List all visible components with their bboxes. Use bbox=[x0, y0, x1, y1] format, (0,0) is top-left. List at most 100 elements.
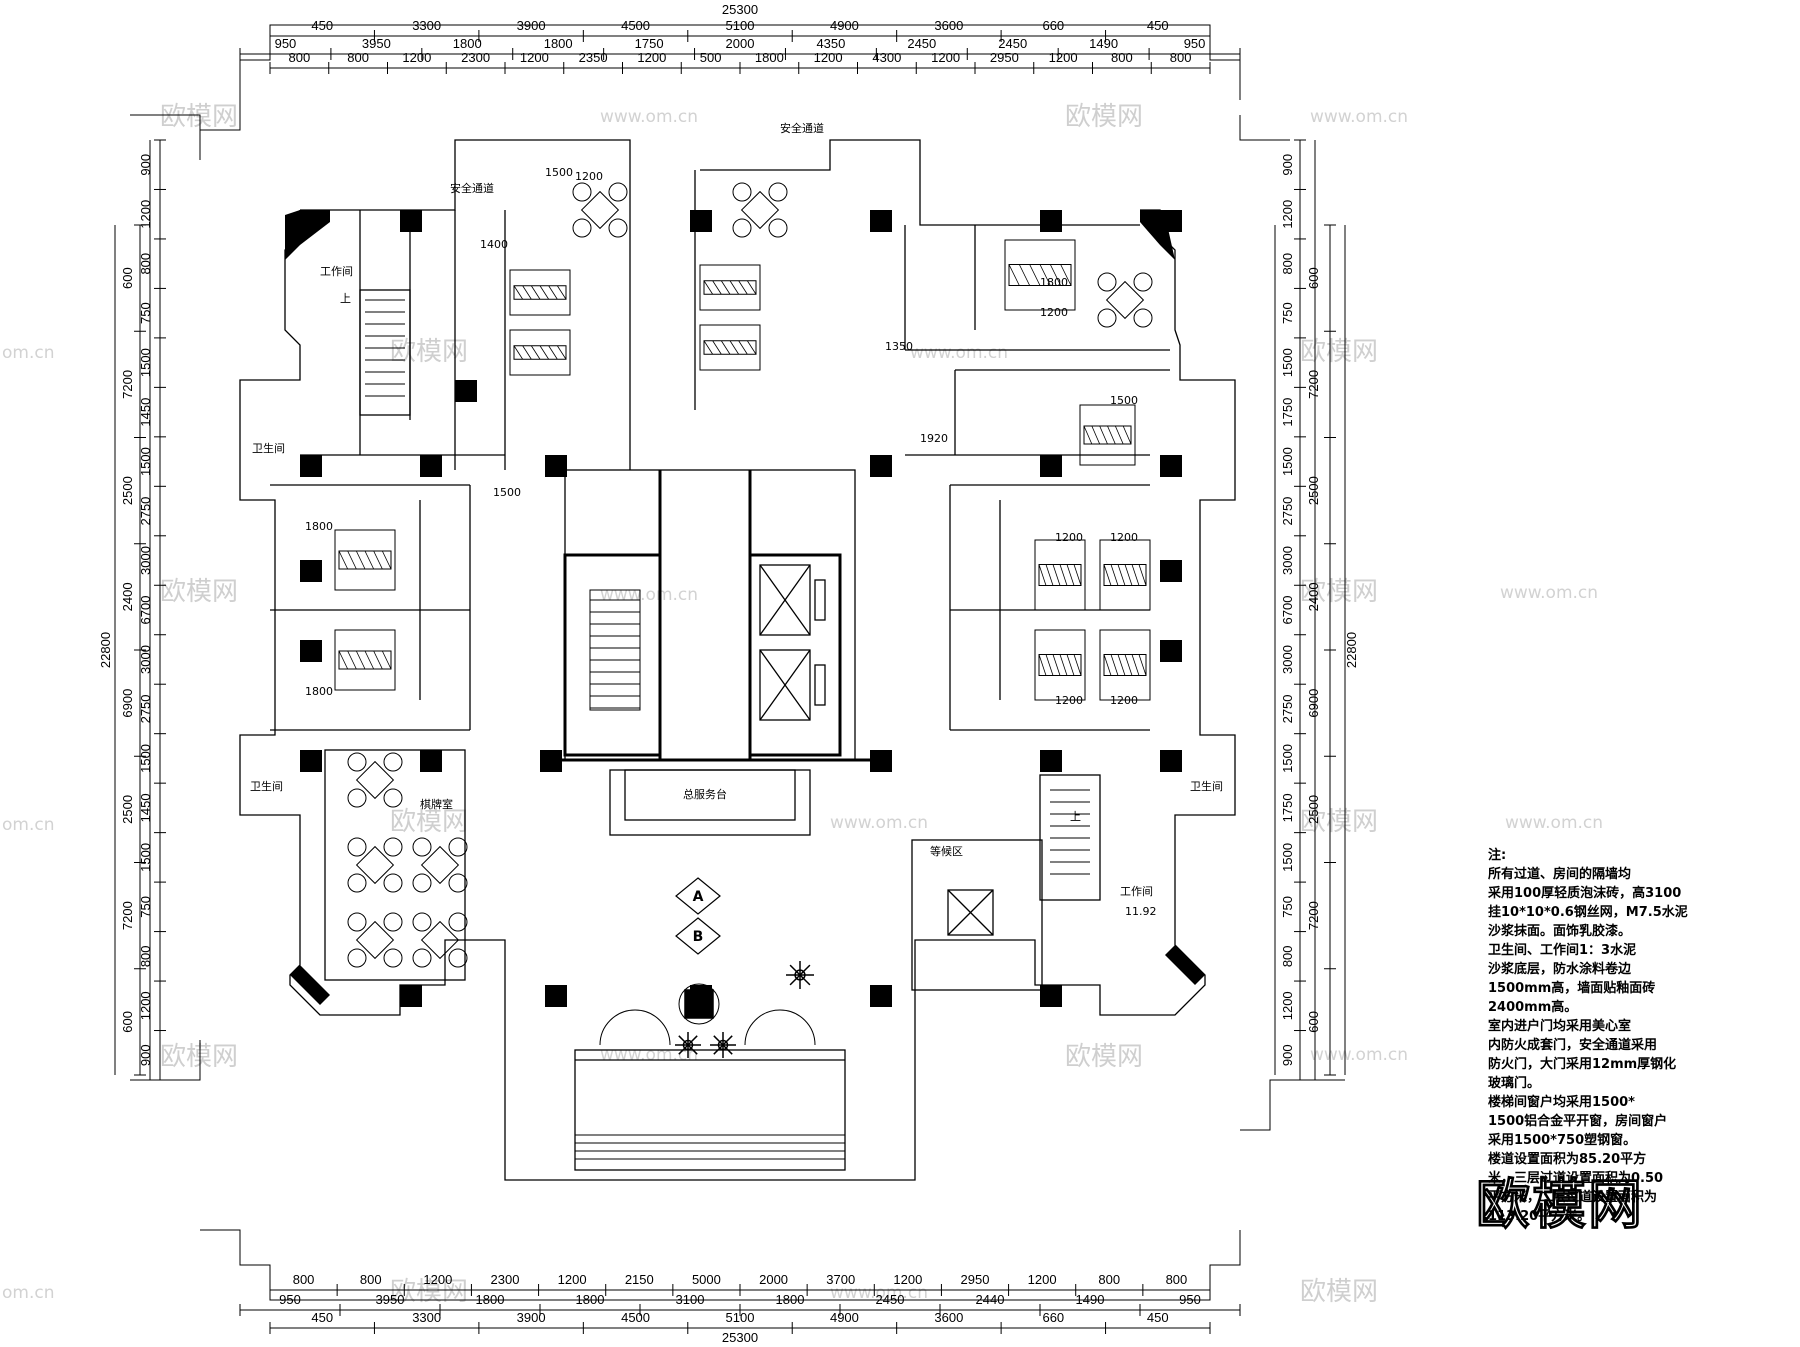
dimension-value: 4300 bbox=[872, 50, 901, 65]
dimension-value: 2450 bbox=[907, 36, 936, 51]
dimension-value: 1200 bbox=[423, 1272, 452, 1287]
beds-layer bbox=[334, 239, 1151, 701]
dimension-value: 2150 bbox=[625, 1272, 654, 1287]
dimension-value: 7200 bbox=[120, 370, 135, 399]
watermark-brand: 欧模网 bbox=[1065, 1042, 1143, 1072]
bed bbox=[1004, 239, 1076, 311]
column bbox=[540, 750, 562, 772]
column bbox=[545, 455, 567, 477]
dimension-value: 800 bbox=[293, 1272, 315, 1287]
inner-dimension: 1800 bbox=[305, 520, 333, 533]
dimension-value: 1800 bbox=[776, 1292, 805, 1307]
inner-dimension: 1500 bbox=[493, 486, 521, 499]
dimension-value: 2400 bbox=[1306, 582, 1321, 611]
column bbox=[420, 750, 442, 772]
dimension-value: 600 bbox=[1306, 1011, 1321, 1033]
column bbox=[870, 210, 892, 232]
dimension-value: 6900 bbox=[1306, 689, 1321, 718]
bed bbox=[699, 324, 761, 371]
notes-line: 内防火成套门，安全通道采用 bbox=[1488, 1038, 1658, 1053]
watermark-brand: 欧模网 bbox=[160, 102, 238, 132]
notes-line: 1500mm高，墙面贴釉面砖 bbox=[1488, 981, 1656, 996]
dimension-value: 1500 bbox=[138, 744, 153, 773]
dimension-value: 600 bbox=[120, 267, 135, 289]
label-stairs-up-right: 上 bbox=[1070, 810, 1081, 823]
dimension-value: 1200 bbox=[931, 50, 960, 65]
label-workroom-area: 11.92 bbox=[1125, 905, 1157, 918]
dimension-value: 750 bbox=[1280, 302, 1295, 324]
watermark-url: www.om.cn bbox=[1310, 1045, 1408, 1065]
dimension-value: 1450 bbox=[138, 793, 153, 822]
label-reception: 总服务台 bbox=[683, 787, 727, 801]
notes-line: 楼道设置面积为85.20平方 bbox=[1488, 1152, 1647, 1167]
table-with-chairs bbox=[572, 182, 628, 238]
column bbox=[300, 560, 322, 582]
design-notes: 注: 所有过道、房间的隔墙均 采用100厚轻质泡沫砖，高3100 挂10*10*… bbox=[1488, 846, 1696, 1226]
inner-dimension: 1800 bbox=[305, 685, 333, 698]
dimension-value: 800 bbox=[1280, 253, 1295, 275]
watermark-url-short: om.cn bbox=[2, 1283, 55, 1303]
dimension-value: 950 bbox=[1184, 36, 1206, 51]
notes-line: 挂10*10*0.6钢丝网，M7.5水泥 bbox=[1488, 905, 1688, 920]
column bbox=[1040, 455, 1062, 477]
bed bbox=[1079, 404, 1136, 466]
dimension-value: 6700 bbox=[138, 596, 153, 625]
dimension-value: 5100 bbox=[726, 1310, 755, 1325]
dimension-value: 1200 bbox=[1049, 50, 1078, 65]
dimension-value: 1500 bbox=[138, 447, 153, 476]
notes-line: 防火门，大门采用12mm厚钢化 bbox=[1488, 1057, 1677, 1072]
watermark-layer: 欧模网欧模网欧模网欧模网欧模网欧模网欧模网欧模网欧模网欧模网欧模网欧模网www.… bbox=[2, 102, 1603, 1307]
dimension-value: 800 bbox=[1280, 945, 1295, 967]
column bbox=[1160, 560, 1182, 582]
watermark-url: www.om.cn bbox=[1310, 107, 1408, 127]
label-workroom-bottom: 工作间 bbox=[1120, 885, 1153, 898]
dimension-value: 2750 bbox=[1280, 694, 1295, 723]
column bbox=[545, 985, 567, 1007]
dimension-value: 2500 bbox=[1306, 476, 1321, 505]
marker-b: B bbox=[693, 929, 704, 945]
inner-dimension: 1200 bbox=[1040, 306, 1068, 319]
dimension-value: 4350 bbox=[816, 36, 845, 51]
dimension-value: 2450 bbox=[876, 1292, 905, 1307]
label-safety-passage-left: 安全通道 bbox=[450, 181, 494, 195]
dimension-value: 1500 bbox=[138, 843, 153, 872]
dimension-value: 3900 bbox=[517, 1310, 546, 1325]
dimension-value: 750 bbox=[138, 896, 153, 918]
label-safety-passage-right: 安全通道 bbox=[780, 121, 824, 135]
corner-wall bbox=[1140, 210, 1175, 260]
dimension-value: 800 bbox=[138, 253, 153, 275]
dimension-value: 1500 bbox=[1280, 744, 1295, 773]
table-with-chairs bbox=[347, 912, 403, 968]
dimension-value: 2350 bbox=[579, 50, 608, 65]
dimension-value: 1500 bbox=[1280, 348, 1295, 377]
notes-line: 米，三层过道设置面积为0.50 bbox=[1488, 1171, 1664, 1186]
column bbox=[400, 210, 422, 232]
dimension-value: 5100 bbox=[726, 18, 755, 33]
dimension-value: 750 bbox=[138, 302, 153, 324]
notes-line: 室内进户门均采用美心室 bbox=[1488, 1019, 1632, 1034]
dimension-value: 4900 bbox=[830, 1310, 859, 1325]
watermark-url: www.om.cn bbox=[600, 585, 698, 605]
dimension-value: 800 bbox=[1098, 1272, 1120, 1287]
dimension-value: 3100 bbox=[676, 1292, 705, 1307]
watermark-url: www.om.cn bbox=[910, 343, 1008, 363]
dimension-value: 2440 bbox=[976, 1292, 1005, 1307]
dimension-value: 900 bbox=[138, 1044, 153, 1066]
notes-line: 113.20平方米。 bbox=[1488, 1209, 1591, 1224]
planter bbox=[678, 983, 720, 1025]
watermark-brand: 欧模网 bbox=[390, 807, 468, 837]
dimension-value: 6900 bbox=[120, 689, 135, 718]
watermark-brand: 欧模网 bbox=[390, 1277, 468, 1307]
watermark-brand: 欧模网 bbox=[160, 577, 238, 607]
watermark-brand: 欧模网 bbox=[1065, 102, 1143, 132]
column bbox=[1040, 985, 1062, 1007]
watermark-brand: 欧模网 bbox=[390, 337, 468, 367]
bed bbox=[1099, 539, 1151, 611]
dimension-value: 3900 bbox=[517, 18, 546, 33]
dimension-value: 1750 bbox=[635, 36, 664, 51]
dimension-value: 1800 bbox=[544, 36, 573, 51]
notes-line: 玻璃门。 bbox=[1488, 1076, 1541, 1091]
dimension-value: 2300 bbox=[491, 1272, 520, 1287]
table-with-chairs bbox=[412, 837, 468, 893]
